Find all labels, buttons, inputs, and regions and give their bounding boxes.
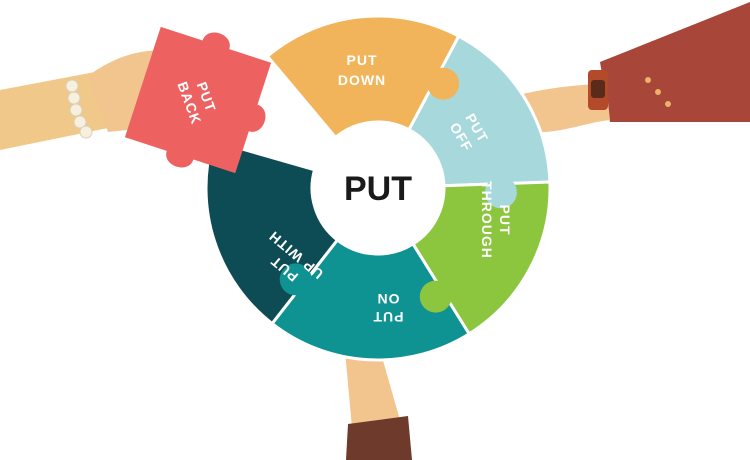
puzzle-knob xyxy=(484,176,517,209)
puzzle-knob xyxy=(279,263,312,296)
puzzle-ring xyxy=(204,14,552,362)
put-down-line2: DOWN xyxy=(338,72,386,88)
put-on-label: PUT ON xyxy=(373,291,404,325)
center-circle xyxy=(312,122,444,254)
put-on-line2: ON xyxy=(377,291,400,307)
put-through-line1: PUT xyxy=(497,205,513,236)
pearl-bracelet xyxy=(65,79,93,139)
center-label: PUT xyxy=(344,170,412,208)
right-sleeve xyxy=(600,2,750,122)
puzzle-knob xyxy=(419,280,452,313)
put-on-line1: PUT xyxy=(373,309,404,325)
puzzle-knob xyxy=(427,67,460,100)
put-back-shape xyxy=(124,26,272,174)
bottom-sleeve xyxy=(346,416,412,460)
put-through-label: PUT THROUGH xyxy=(479,181,513,259)
put-down-line1: PUT xyxy=(347,52,378,68)
put-through-line2: THROUGH xyxy=(479,181,495,259)
cuff-buttons xyxy=(645,77,671,107)
puzzle-piece-put-back[interactable]: PUT BACK xyxy=(121,16,286,189)
